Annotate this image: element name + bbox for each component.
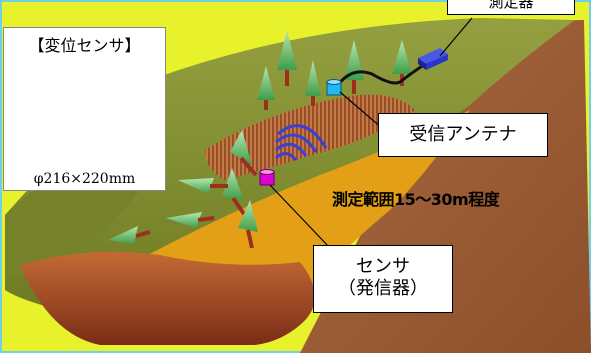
- measuring-device-icon: [418, 48, 448, 70]
- soil-block-front: [20, 251, 315, 345]
- sensor-callout-line1: センサ: [356, 256, 410, 277]
- tree-icon: [222, 168, 246, 216]
- sensor-transmitter-icon: [259, 169, 275, 186]
- tree-icon: [277, 30, 297, 86]
- tree-icon: [257, 66, 275, 110]
- tree-icon: [166, 212, 215, 228]
- device-pointer-line: [439, 17, 473, 57]
- photo-title: 【変位センサ】: [28, 36, 141, 55]
- tree-group: [108, 30, 412, 249]
- slip-zone: [205, 94, 415, 180]
- sensor-callout: センサ （発信器）: [313, 245, 453, 313]
- sensor-callout-line2: （発信器）: [338, 278, 428, 299]
- measuring-device-callout: 測定器: [447, 0, 575, 15]
- antenna-pointer-line: [339, 91, 383, 129]
- tree-icon: [178, 178, 228, 194]
- tree-icon: [238, 200, 258, 249]
- receiver-antenna-callout: 受信アンテナ: [378, 113, 548, 157]
- receiver-antenna-icon: [326, 79, 342, 96]
- radio-waves-icon: [274, 124, 328, 162]
- tree-icon: [108, 226, 151, 244]
- tree-icon: [230, 130, 258, 177]
- tree-icon: [344, 40, 364, 94]
- sensor-photo-panel: 【変位センサ】 φ216×220mm: [3, 27, 166, 191]
- signal-cable: [334, 58, 433, 89]
- photo-caption: φ216×220mm: [33, 171, 136, 187]
- sensor-pointer-line: [269, 184, 331, 249]
- measurement-range-label: 測定範囲15〜30m程度: [332, 190, 500, 209]
- tree-icon: [305, 60, 321, 106]
